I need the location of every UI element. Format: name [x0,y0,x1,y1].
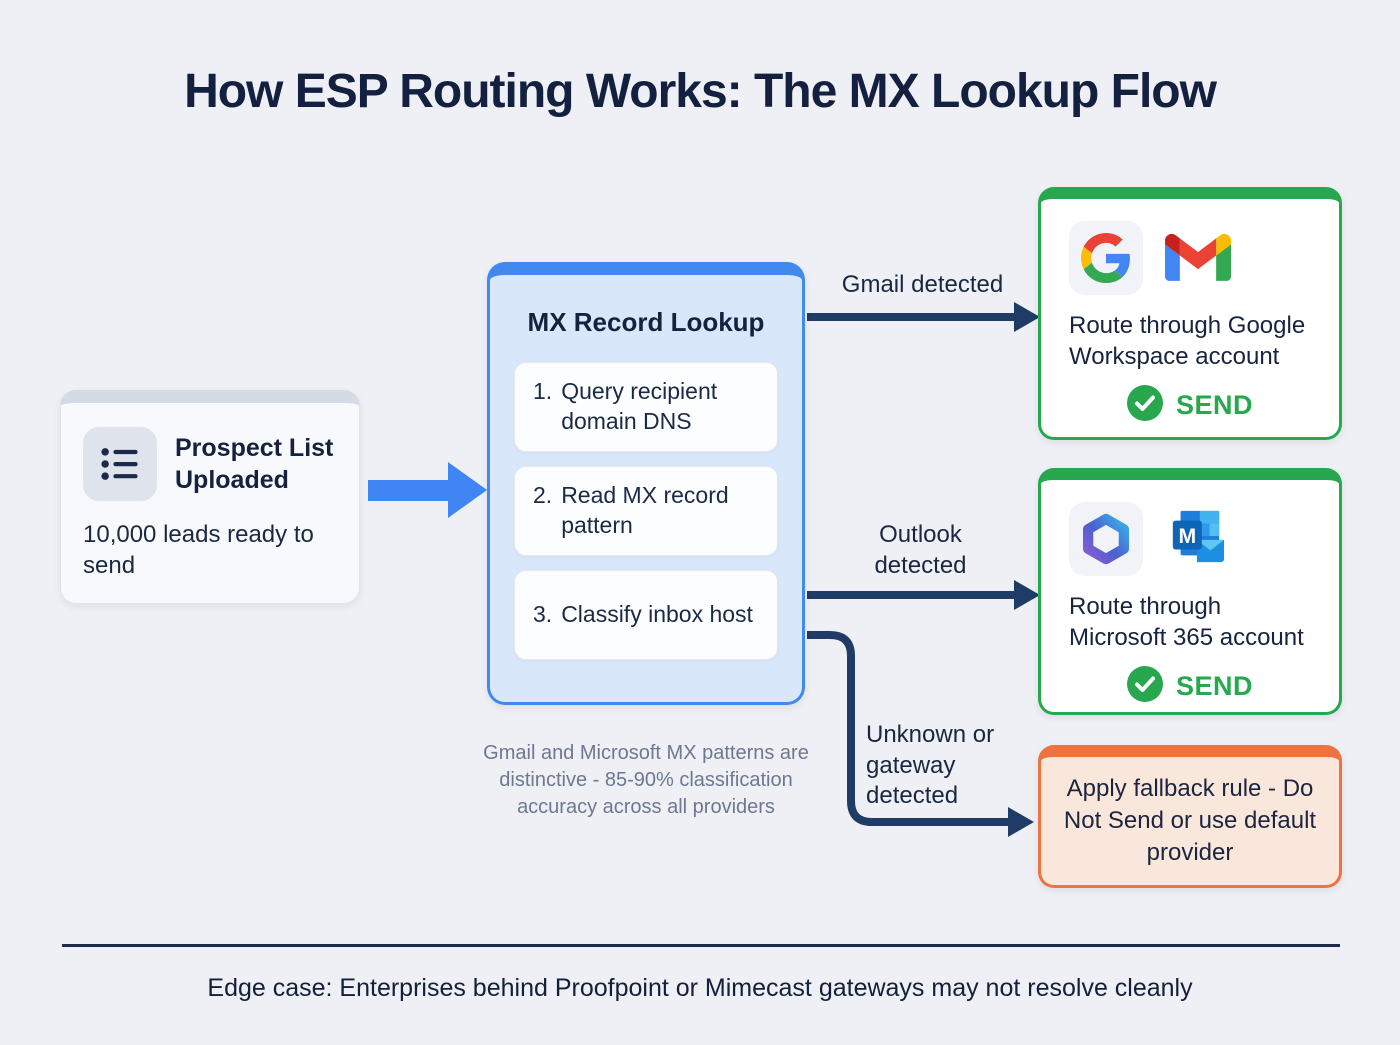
step-number: 3. [533,601,553,628]
list-icon [83,427,157,501]
step-text: Classify inbox host [561,601,753,628]
gmail-icon [1165,230,1231,286]
google-route-text: Route through Google Workspace account [1069,312,1306,371]
edge-case-note: Edge case: Enterprises behind Proofpoint… [207,974,1193,1002]
google-route-card: Route through Google Workspace account S… [1038,187,1342,440]
mx-lookup-steps: 1. Query recipient domain DNS 2. Read MX… [514,362,778,660]
check-circle-icon [1126,666,1163,707]
lookup-step-3: 3. Classify inbox host [514,570,778,660]
prospect-card-header: Prospect List Uploaded [83,427,337,501]
microsoft-route-icons: M [1069,502,1311,576]
google-icon [1069,221,1143,295]
step-text: Read MX record pattern [561,482,729,538]
send-badge: SEND [1175,671,1253,702]
outlook-arrow [807,580,1040,610]
footer-divider [62,944,1340,947]
microsoft-365-icon [1069,502,1143,576]
prospect-card-title: Prospect List Uploaded [175,434,334,494]
outlook-detected-label: Outlook detected [874,521,967,579]
gmail-detected-label: Gmail detected [841,271,1004,298]
page-title: How ESP Routing Works: The MX Lookup Flo… [184,65,1217,118]
fallback-rule-card: Apply fallback rule - Do Not Send or use… [1038,745,1342,888]
google-send-row: SEND [1069,385,1311,426]
unknown-gateway-label: Unknown or gateway detected [866,721,995,810]
microsoft-route-text: Route through Microsoft 365 account [1069,593,1304,652]
microsoft-route-card: M Route through Microsoft 365 account SE… [1038,468,1342,715]
send-badge: SEND [1175,390,1253,421]
step-number: 1. [533,378,553,405]
flow-arrow [368,462,487,518]
step-number: 2. [533,482,553,509]
gmail-arrow [807,302,1040,332]
mx-lookup-title: MX Record Lookup [527,307,765,337]
lookup-step-2: 2. Read MX record pattern [514,466,778,556]
microsoft-send-row: SEND [1069,666,1311,707]
mx-lookup-caption: Gmail and Microsoft MX patterns are dist… [483,742,809,818]
prospect-list-card: Prospect List Uploaded 10,000 leads read… [60,390,360,604]
lookup-step-1: 1. Query recipient domain DNS [514,362,778,452]
mx-lookup-card: MX Record Lookup 1. Query recipient doma… [487,262,805,705]
google-route-icons [1069,221,1311,295]
outlook-icon: M [1165,509,1227,570]
check-circle-icon [1126,385,1163,426]
prospect-card-subtitle: 10,000 leads ready to send [83,521,314,580]
svg-text:M: M [1178,523,1196,547]
step-text: Query recipient domain DNS [561,378,718,434]
fallback-rule-text: Apply fallback rule - Do Not Send or use… [1063,775,1317,866]
